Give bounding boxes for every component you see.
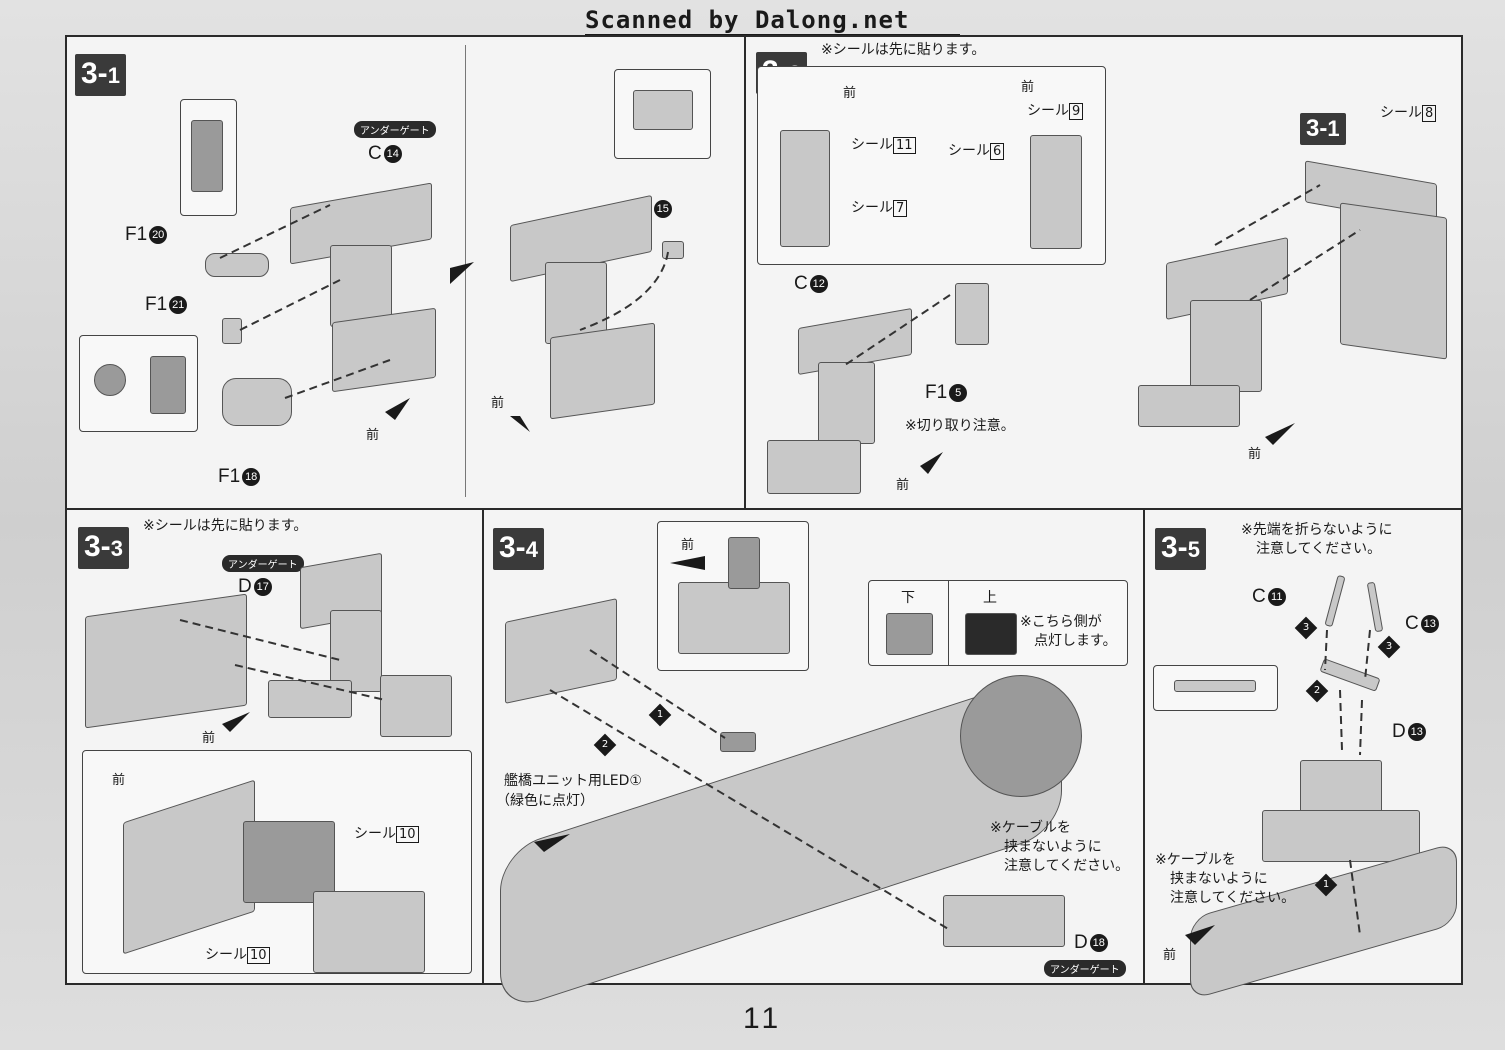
led-down: [886, 613, 933, 655]
cable-note: 挟まないように: [1170, 871, 1268, 887]
front-label: 前: [202, 731, 216, 746]
col-divider-bottom-right: [1143, 508, 1145, 985]
detail-callout: [79, 335, 198, 432]
part-detail: [94, 364, 126, 396]
bridge-base: [268, 680, 352, 718]
cable-note: 挟まないように: [1004, 839, 1102, 855]
sticker-callout: [82, 750, 472, 974]
under-gate-badge: アンダーゲート: [1044, 960, 1126, 977]
bridge-detail: [678, 582, 790, 654]
watermark: Scanned by Dalong.net: [585, 6, 910, 34]
under-gate-badge: アンダーゲート: [222, 555, 304, 572]
tip-note: ※先端を折らないように: [1241, 522, 1393, 538]
col-divider-top: [744, 35, 746, 509]
under-gate-badge: アンダーゲート: [354, 121, 436, 138]
bridge-detail: [243, 821, 335, 903]
col-divider-bottom-left: [482, 508, 484, 985]
front-label: 前: [681, 538, 695, 553]
ref-step-badge: 3-1: [1300, 113, 1346, 145]
step-badge: 3-5: [1155, 528, 1206, 570]
front-label: 前: [1163, 948, 1177, 963]
detail-callout: [1153, 665, 1278, 711]
front-label: 前: [366, 428, 380, 443]
sticker-note: ※シールは先に貼ります。: [143, 518, 308, 534]
lit-note: ※こちら側が: [1020, 614, 1102, 630]
bridge-base: [1262, 810, 1420, 862]
led-label: 艦橋ユニット用LED①: [504, 773, 642, 789]
step-badge: 3-3: [78, 527, 129, 569]
bridge-base-large: [1138, 385, 1240, 427]
part-f1-20: [205, 253, 269, 277]
tip-note: 注意してください。: [1256, 541, 1382, 557]
cable-note: ※ケーブルを: [990, 820, 1071, 836]
part-sticker-right: [1030, 135, 1082, 249]
cable-note: 注意してください。: [1004, 858, 1130, 874]
front-label: 前: [843, 86, 857, 101]
front-label: 前: [112, 773, 126, 788]
led-unit: [720, 732, 756, 752]
bridge-column: [818, 362, 875, 444]
flow-arrow: [450, 262, 474, 284]
part-detail: [191, 120, 223, 192]
bridge-column: [330, 610, 382, 692]
led-callout-divider: [948, 581, 949, 665]
part-detail: [1174, 680, 1256, 692]
cut-note: ※切り取り注意。: [905, 418, 1015, 434]
bridge-column-large: [1190, 300, 1262, 392]
front-label: 前: [1021, 80, 1035, 95]
part-detail: [150, 356, 186, 414]
part-detail: [633, 90, 693, 130]
cable-note: 注意してください。: [1170, 890, 1296, 906]
hull-detail: [313, 891, 425, 973]
step-badge: 3-1: [75, 54, 126, 96]
detail-callout: [614, 69, 711, 159]
led-up: [965, 613, 1017, 655]
detail-callout: [657, 521, 809, 671]
part-d-18: [943, 895, 1065, 947]
part-sticker-left: [780, 130, 830, 247]
step-badge: 3-4: [493, 528, 544, 570]
sticker-note: ※シールは先に貼ります。: [821, 42, 986, 58]
bridge-base: [767, 440, 861, 494]
bridge-mast: [728, 537, 760, 589]
front-label: 前: [1248, 447, 1262, 462]
p31-inner-divider: [465, 45, 466, 497]
led-down-label: 下: [901, 590, 915, 606]
bridge-back: [380, 675, 452, 737]
cable-note: ※ケーブルを: [1155, 852, 1236, 868]
detail-callout: [180, 99, 237, 216]
led-callout: [868, 580, 1128, 666]
page-number: 11: [743, 1002, 783, 1035]
front-label: 前: [491, 396, 505, 411]
lit-note: 点灯します。: [1034, 633, 1117, 649]
part-f1-18: [222, 378, 292, 426]
led-up-label: 上: [983, 590, 997, 606]
front-label: 前: [896, 478, 910, 493]
ship-engine: [960, 675, 1082, 797]
part-f1-21: [222, 318, 242, 344]
row-divider: [65, 508, 1463, 510]
part-f1-5: [955, 283, 989, 345]
led-label: （緑色に点灯）: [496, 793, 594, 809]
